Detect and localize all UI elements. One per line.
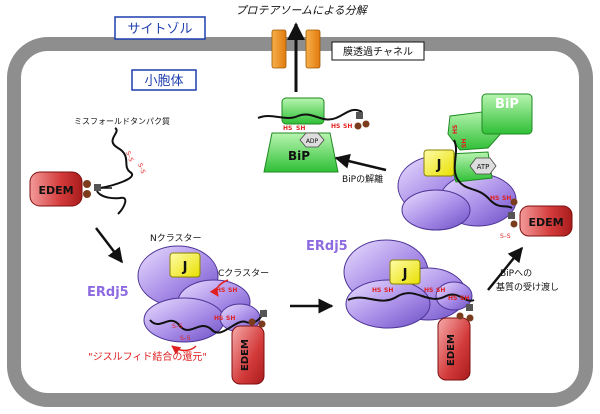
reduction-arrow	[171, 345, 197, 355]
glycan-icon-center	[354, 112, 370, 130]
edem-top-right	[519, 205, 573, 237]
edem-label-right-vertical: EDEM	[446, 334, 457, 366]
reduction-label: "ジスルフィド結合の還元"	[88, 350, 207, 363]
hs-label-center-2: HS	[331, 123, 340, 130]
atp-icon	[469, 157, 497, 175]
disulfide-left-2: S–S	[136, 162, 146, 175]
channel-label-box	[331, 41, 425, 61]
channel-label: 膜透過チャネル	[343, 46, 413, 58]
hs-label-left-1: HS	[216, 287, 225, 294]
glycan-icon-left-complex	[248, 310, 267, 328]
misfolded-label: ミスフォールドタンパク質	[74, 116, 170, 126]
erdj5-label-right: ERdj5	[306, 239, 348, 254]
j-label-right: J	[402, 267, 408, 282]
hs-label-left-2: HS	[214, 315, 223, 322]
atp-label: ATP	[477, 163, 490, 171]
sh-label-top-1: SH	[461, 139, 468, 148]
disulfide-left-4: S–S	[172, 323, 183, 330]
glycan-icon-top-right	[508, 198, 518, 228]
step3-arrow	[487, 246, 523, 291]
er-label-box	[131, 69, 197, 91]
step1-arrow	[95, 227, 123, 264]
bip-release-label: BiPの解離	[342, 173, 383, 185]
hs-label-top-2: HS	[490, 195, 499, 202]
er-label: 小胞体	[144, 74, 183, 89]
j-domain-right	[389, 259, 421, 285]
erdj5-right	[343, 239, 473, 329]
cytosol-label: サイトゾル	[127, 22, 192, 37]
sh-label-center-1: SH	[296, 125, 305, 132]
hs-label-center-1: HS	[283, 125, 292, 132]
edem-right-vertical	[437, 317, 471, 381]
c-cluster-label: Cクラスター	[218, 268, 269, 279]
sh-label-top-2: SH	[502, 195, 511, 202]
sh-label-right-2: SH	[436, 287, 445, 294]
edem-label-left-vertical: EDEM	[240, 339, 251, 371]
sh-label-center-2: SH	[343, 123, 352, 130]
sh-label-right-1: SH	[384, 287, 393, 294]
glycan-icon-right-complex	[456, 304, 474, 322]
bip-top-right	[447, 93, 533, 183]
handover-label-1: BiPへの	[500, 269, 532, 279]
disulfide-left-1: S–S	[124, 150, 134, 163]
bip-release-arrow	[334, 153, 387, 172]
edem-left-vertical	[231, 325, 265, 385]
misfolded-chain	[96, 127, 134, 215]
bip-label-right: BiP	[495, 97, 519, 112]
erdj5-label-left: ERdj5	[87, 285, 129, 300]
bip-label-center: BiP	[288, 149, 310, 163]
proteasome-label: プロテアソームによる分解	[235, 4, 368, 17]
substrate-chain-right	[347, 292, 475, 302]
j-label-left: J	[182, 260, 188, 275]
cytosol-label-box	[114, 16, 206, 40]
bip-adp-complex: BiP ADP HS SH HS SH	[257, 97, 370, 173]
substrate-chain-top-right	[453, 139, 513, 209]
adp-label: ADP	[306, 138, 319, 145]
j-domain-left	[169, 252, 201, 278]
edem-label-left: EDEM	[38, 184, 73, 197]
hs-label-top-1: HS	[452, 125, 459, 134]
sh-label-left-1: SH	[228, 287, 237, 294]
sh-label-right-3: SH	[460, 295, 469, 302]
edem-left	[29, 171, 83, 207]
hs-label-right-2: HS	[424, 287, 433, 294]
disulfide-top-right: S–S	[500, 233, 511, 240]
translocation-channel	[271, 22, 321, 92]
adp-icon	[299, 132, 325, 148]
n-cluster-label: Nクラスター	[150, 233, 202, 244]
j-label-top-right: J	[436, 158, 442, 173]
sh-label-left-2: SH	[226, 315, 235, 322]
disulfide-left-3: S–S	[180, 335, 191, 342]
hs-label-right-1: HS	[372, 287, 381, 294]
glycan-icon-left	[83, 180, 112, 198]
edem-label-top-right: EDEM	[528, 216, 563, 229]
handover-label-2: 基質の受け渡し	[496, 281, 559, 293]
hs-label-right-3: HS	[448, 295, 457, 302]
c-cluster-arrow	[209, 279, 229, 297]
